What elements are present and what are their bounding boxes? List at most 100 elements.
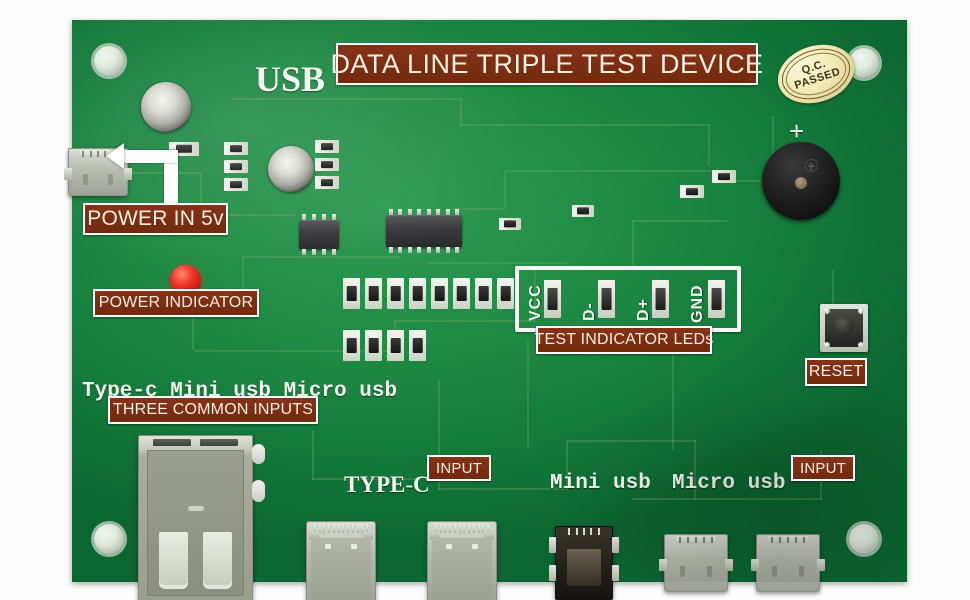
usb-a-top-tabs — [153, 439, 238, 446]
micro-usb-contacts-2 — [768, 536, 808, 544]
micro-usb-wing-left-1 — [659, 558, 667, 571]
smd-resistor — [365, 330, 382, 361]
trace — [452, 208, 506, 210]
type-c-connector-1[interactable] — [306, 521, 376, 600]
type-c-dot-right-1 — [351, 544, 357, 549]
smd-resistor — [453, 278, 470, 309]
reset-switch-screw-br — [858, 342, 864, 348]
smd-resistor — [497, 278, 514, 309]
smd-resistor — [224, 160, 248, 173]
micro-usb-wing-right-2 — [817, 558, 825, 571]
trace — [632, 220, 728, 222]
trace — [534, 266, 536, 322]
mounting-hole-bottom-right — [849, 524, 879, 554]
smd-resistor — [315, 140, 339, 153]
trace — [438, 380, 440, 490]
trace — [527, 340, 529, 450]
micro-usb-contacts-1 — [676, 536, 716, 544]
power-input-micro-usb-jack[interactable] — [64, 148, 132, 196]
type-c-shoulder-right-1 — [363, 532, 373, 540]
reset-switch-plunger[interactable] — [834, 316, 854, 337]
smd-resistor — [315, 176, 339, 189]
trace — [566, 440, 696, 442]
mini-usb-leg-right — [612, 537, 619, 553]
callout-reset: RESET — [805, 358, 867, 386]
micro-usb-wing-left-2 — [751, 558, 759, 571]
usb-a-output-connector[interactable] — [138, 435, 253, 600]
micro-usb-connector-2[interactable] — [751, 534, 825, 592]
type-c-shoulder-left-1 — [309, 532, 319, 540]
qc-passed-sticker: Q.C. PASSED — [770, 35, 862, 113]
title-banner: DATA LINE TRIPLE TEST DEVICE — [330, 43, 763, 85]
reset-switch-screw-bl — [824, 342, 830, 348]
buzzer-polarity-mark — [804, 159, 818, 173]
silk-micro-usb-label: Micro usb — [672, 472, 786, 495]
mini-usb-leg-left2 — [549, 565, 556, 581]
smd-resistor — [343, 278, 360, 309]
micro-usb-slot-left — [83, 174, 88, 186]
mini-usb-connector[interactable] — [549, 526, 619, 600]
trace — [438, 488, 568, 490]
callout-three-common-inputs: THREE COMMON INPUTS — [108, 396, 318, 424]
reset-button-switch[interactable] — [820, 304, 868, 352]
trace — [242, 256, 244, 304]
electrolytic-capacitor-c2 — [268, 146, 314, 192]
type-c-pins-2 — [434, 524, 490, 533]
trace — [460, 124, 710, 126]
led-label-vcc: VCC — [527, 284, 544, 321]
brand-usb-text: USB — [255, 59, 326, 99]
mounting-hole-bottom-left — [94, 524, 124, 554]
trace — [232, 98, 462, 100]
buzzer — [762, 142, 840, 220]
trace — [200, 172, 202, 214]
trace — [194, 350, 394, 352]
micro-usb-slot-right — [108, 174, 113, 186]
trace — [708, 124, 710, 166]
mini-usb-inner-cavity — [567, 548, 601, 587]
smd-resistor — [315, 158, 339, 171]
type-c-dot-right-2 — [472, 544, 478, 549]
smd-resistor — [409, 278, 426, 309]
type-c-pins-1 — [313, 524, 369, 533]
trace — [90, 172, 200, 174]
smd-resistor — [387, 278, 404, 309]
silk-typec-label: TYPE-C — [344, 472, 430, 497]
trace — [694, 440, 696, 500]
buzzer-polarity-label: + — [789, 116, 805, 146]
micro-usb-slot-left-1 — [680, 565, 685, 577]
ic-pins-top — [299, 214, 339, 220]
trace — [312, 478, 432, 480]
smd-resistor — [572, 205, 594, 217]
callout-test-indicator-leds: TEST INDICATOR LEDs — [535, 326, 713, 354]
led-dminus — [598, 280, 615, 318]
trace — [506, 170, 711, 172]
usb-a-contacts — [159, 532, 232, 589]
usb-a-slot — [187, 505, 204, 511]
smd-resistor — [224, 142, 248, 155]
mini-usb-contacts — [568, 528, 600, 535]
pcb-board: USB Q.C. PASSED — [64, 20, 907, 600]
micro-usb-connector-1[interactable] — [659, 534, 733, 592]
smd-resistor — [224, 178, 248, 191]
trace — [632, 220, 634, 268]
type-c-dot-left-2 — [446, 544, 452, 549]
ic-soic8 — [299, 214, 339, 255]
smd-resistor — [499, 218, 521, 230]
smd-resistor — [475, 278, 492, 309]
callout-power-indicator: POWER INDICATOR — [93, 289, 259, 317]
type-c-shoulder-right-2 — [484, 532, 494, 540]
power-in-arrow-shaft-horizontal — [122, 150, 178, 163]
micro-usb-wing-right — [124, 168, 132, 181]
trace — [312, 430, 314, 480]
type-c-shoulder-left-2 — [430, 532, 440, 540]
trace — [200, 214, 296, 216]
callout-input-micro: INPUT — [791, 455, 855, 481]
type-c-connector-2[interactable] — [427, 521, 497, 600]
smd-resistor — [409, 330, 426, 361]
ic-pins-bottom — [299, 249, 339, 255]
smd-resistor — [387, 330, 404, 361]
trace — [566, 440, 568, 490]
led-dplus — [652, 280, 669, 318]
micro-usb-slot-left-2 — [772, 565, 777, 577]
ic-pins-bottom — [386, 247, 462, 253]
